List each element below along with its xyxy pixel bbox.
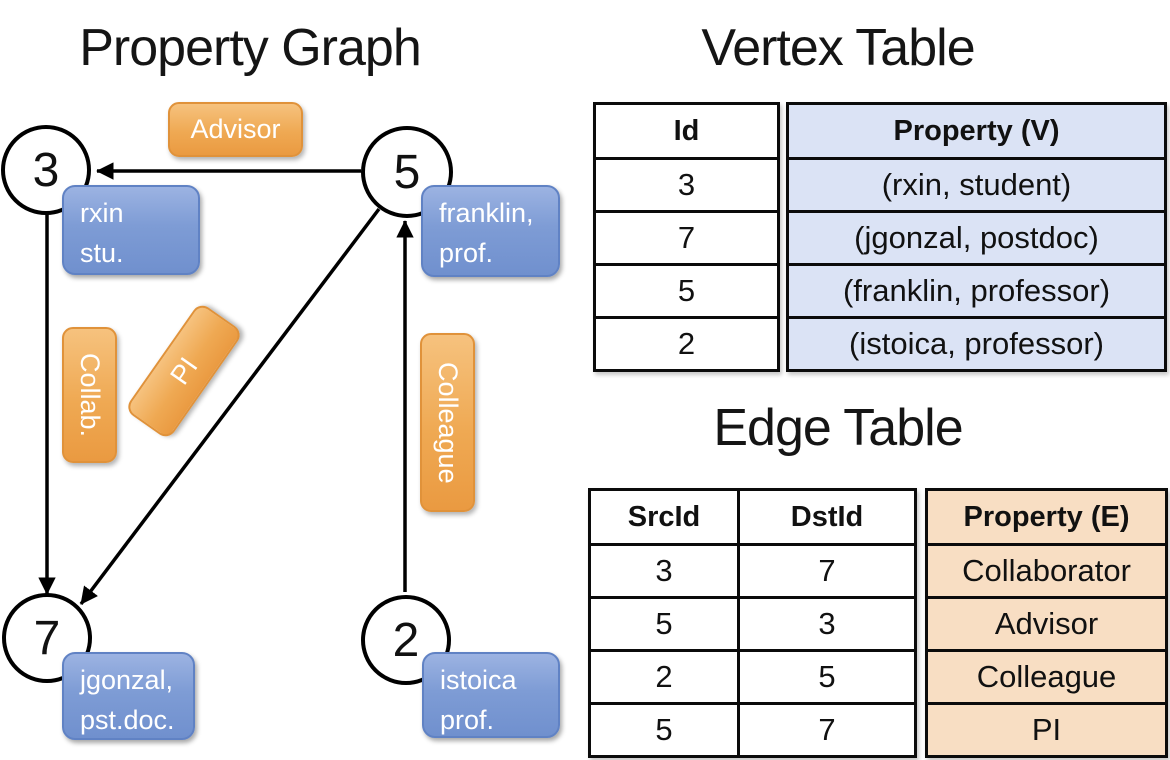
node-id-label: 3 — [32, 143, 60, 197]
edge-table-cell-srcid: 2 — [591, 649, 737, 702]
vertex-table-header-property: Property (V) — [789, 105, 1164, 157]
vertex-table-cell-property: (istoica, professor) — [789, 316, 1164, 369]
node-id-label: 5 — [393, 145, 421, 199]
edge-label-text: Collab. — [75, 352, 105, 438]
edge-table-cell-srcid: 5 — [591, 702, 737, 755]
edge-table-header-dstid: DstId — [790, 500, 864, 533]
edge-label-text: Advisor — [190, 114, 281, 144]
edge-table-cell-property: Colleague — [928, 649, 1165, 702]
edge-table-cell-srcid: 5 — [591, 596, 737, 649]
property-line: prof. — [440, 705, 495, 735]
node-property-box-franklin: franklin, prof. — [421, 185, 560, 277]
property-graph-title: Property Graph — [79, 19, 422, 77]
edge-label-text: Colleague — [433, 361, 463, 484]
vertex-table-cell-id: 2 — [596, 316, 777, 369]
edge-table-cell-dstid: 7 — [740, 702, 914, 755]
vertex-table-property-column: Property (V) (rxin, student) (jgonzal, p… — [786, 102, 1167, 372]
node-circle-3: 3 — [1, 125, 91, 215]
edge-label-text: PI — [163, 351, 204, 390]
node-id-label: 7 — [33, 611, 61, 665]
property-line: franklin, — [439, 198, 534, 228]
edge-label-collab: Collab. — [62, 327, 117, 463]
edge-label-colleague: Colleague — [420, 333, 475, 512]
property-line: stu. — [80, 238, 124, 268]
edge-table-title: Edge Table — [713, 399, 963, 457]
property-line: pst.doc. — [80, 705, 175, 735]
edge-table-dstid-column: DstId 7 3 5 7 — [737, 491, 914, 755]
edge-table-cell-dstid: 3 — [740, 596, 914, 649]
edge-table-cell-property: PI — [928, 702, 1165, 755]
edge-table-cell-dstid: 5 — [740, 649, 914, 702]
property-line: jgonzal, — [80, 665, 174, 695]
edge-table-cell-dstid: 7 — [740, 543, 914, 596]
vertex-table-cell-property: (jgonzal, postdoc) — [789, 210, 1164, 263]
node-property-box-istoica: istoica prof. — [422, 652, 560, 738]
node-id-label: 2 — [392, 613, 420, 667]
node-property-box-jgonzal: jgonzal, pst.doc. — [62, 652, 195, 740]
edge-table-cell-property: Advisor — [928, 596, 1165, 649]
property-line: rxin — [80, 198, 124, 228]
edge-table-srcid-column: SrcId 3 5 2 5 — [591, 491, 737, 755]
vertex-table-id-column: Id 3 7 5 2 — [593, 102, 780, 372]
node-property-box-rxin: rxin stu. — [62, 185, 200, 275]
edge-label-advisor: Advisor — [168, 102, 303, 157]
edge-table-property-column: Property (E) Collaborator Advisor Collea… — [925, 488, 1168, 758]
edge-table-cell-property: Collaborator — [928, 543, 1165, 596]
vertex-table-cell-property: (franklin, professor) — [789, 263, 1164, 316]
edge-table-cell-srcid: 3 — [591, 543, 737, 596]
vertex-table-cell-id: 5 — [596, 263, 777, 316]
vertex-table-cell-id: 3 — [596, 157, 777, 210]
vertex-table-header-id: Id — [673, 114, 700, 147]
edge-line-pi-5-to-7 — [79, 207, 381, 606]
property-line: istoica — [440, 665, 517, 695]
vertex-table-title: Vertex Table — [701, 19, 975, 77]
vertex-table-cell-property: (rxin, student) — [789, 157, 1164, 210]
edge-table-ids-columns: SrcId 3 5 2 5 DstId 7 3 5 7 — [588, 488, 917, 758]
edge-table-header-srcid: SrcId — [627, 500, 701, 533]
vertex-table-cell-id: 7 — [596, 210, 777, 263]
node-circle-5: 5 — [361, 126, 453, 218]
edge-table-header-property: Property (E) — [928, 491, 1165, 543]
property-line: prof. — [439, 238, 494, 268]
